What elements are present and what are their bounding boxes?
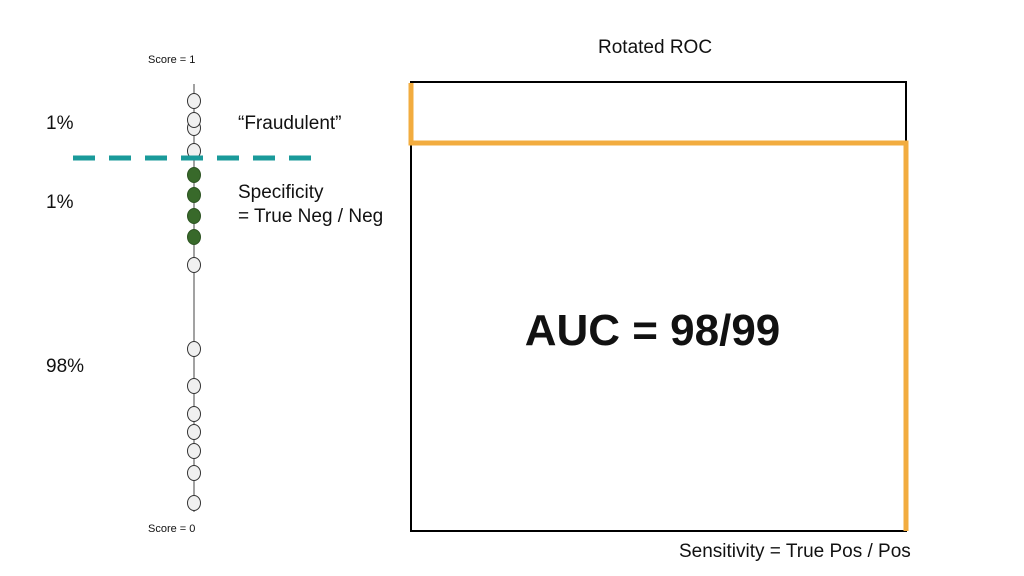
negative-point xyxy=(187,257,201,273)
negative-point xyxy=(187,443,201,459)
sensitivity-label: Sensitivity = True Pos / Pos xyxy=(679,541,911,562)
negative-point xyxy=(187,495,201,511)
positive-point xyxy=(187,208,201,224)
score-top-label: Score = 1 xyxy=(148,54,196,66)
negative-point xyxy=(187,424,201,440)
score-bottom-label: Score = 0 xyxy=(148,523,196,535)
specificity-formula: = True Neg / Neg xyxy=(238,206,384,227)
negative-point xyxy=(187,465,201,481)
positive-point xyxy=(187,167,201,183)
percent-middle: 1% xyxy=(46,192,74,213)
positive-point xyxy=(187,229,201,245)
negative-point xyxy=(187,378,201,394)
roc-title: Rotated ROC xyxy=(598,37,713,58)
negative-point xyxy=(187,341,201,357)
percent-top: 1% xyxy=(46,113,74,134)
roc-curve xyxy=(408,83,909,531)
positive-point xyxy=(187,187,201,203)
negative-point xyxy=(187,112,201,128)
negative-point xyxy=(187,93,201,109)
auc-label: AUC = 98/99 xyxy=(524,306,781,355)
percent-bottom: 98% xyxy=(46,356,85,377)
specificity-label: Specificity xyxy=(238,182,324,203)
negative-point xyxy=(187,406,201,422)
fraudulent-label: “Fraudulent” xyxy=(238,113,342,134)
